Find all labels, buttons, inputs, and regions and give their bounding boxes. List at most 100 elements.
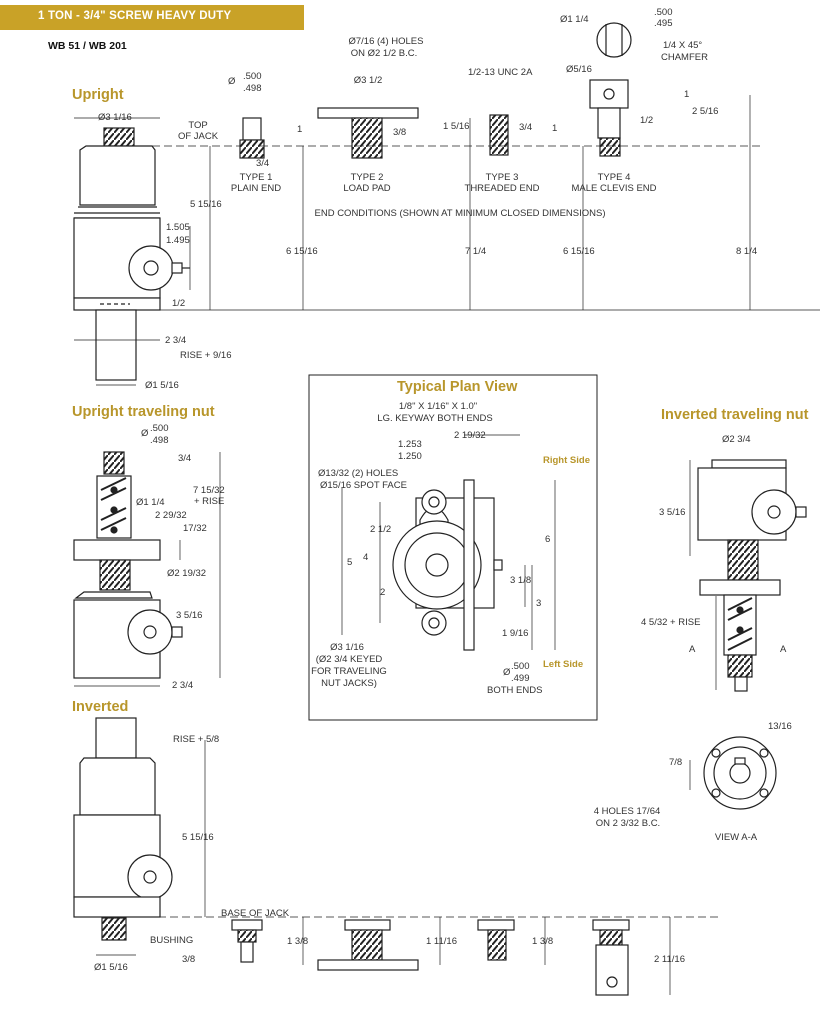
tn-flange-dia: Ø2 19/32 xyxy=(167,568,206,579)
inut-a-right: A xyxy=(780,644,787,655)
plan-bore-1: Ø3 1/16 xyxy=(330,642,364,653)
tn-total-1: 7 15/32 xyxy=(193,485,225,496)
plan-2-19-32: 2 19/32 xyxy=(454,430,486,441)
inv-base: BASE OF JACK xyxy=(221,908,290,919)
plan-d-2: 2 xyxy=(380,587,385,598)
inverted-jack-drawing xyxy=(73,717,720,996)
clevis-w-lo: .495 xyxy=(654,18,673,29)
plan-w-lo: 1.250 xyxy=(398,451,422,462)
title-banner: 1 TON - 3/4" SCREW HEAVY DUTY xyxy=(0,5,304,30)
plan-keyway-2: LG. KEYWAY BOTH ENDS xyxy=(377,413,492,424)
pin-dia: Ø5/16 xyxy=(566,64,592,75)
upright-jack-drawing xyxy=(73,117,820,386)
section-title-inverted: Inverted xyxy=(72,699,129,715)
tn-flange-thk: 17/32 xyxy=(183,523,207,534)
section-title-upright-traveling-nut: Upright traveling nut xyxy=(72,404,215,420)
tn-total-2: + RISE xyxy=(194,496,224,507)
upright-h3: 6 15/16 xyxy=(563,246,595,257)
type2-desc: LOAD PAD xyxy=(343,183,390,194)
inut-7-8: 7/8 xyxy=(669,757,682,768)
inverted-traveling-nut-drawing xyxy=(689,459,807,810)
plan-d-3-1-8: 3 1/8 xyxy=(510,575,531,586)
unc-label: 1/2-13 UNC 2A xyxy=(468,67,533,78)
type1-name: TYPE 1 xyxy=(240,172,273,183)
inv-1-11-16: 1 11/16 xyxy=(426,936,457,947)
type3-desc: THREADED END xyxy=(465,183,540,194)
inv-1-3-8b: 1 3/8 xyxy=(532,936,553,947)
inut-view: VIEW A-A xyxy=(715,832,758,843)
tn-dia-lo: .498 xyxy=(150,435,169,446)
inut-h: 3 5/16 xyxy=(659,507,685,518)
plan-w-hi: 1.253 xyxy=(398,439,422,450)
plain-len: 1 xyxy=(297,124,302,135)
inv-rise: RISE + 5/8 xyxy=(173,734,219,745)
inut-13-16: 13/16 xyxy=(768,721,792,732)
upright-h1: 6 15/16 xyxy=(286,246,318,257)
plan-holes-2: Ø15/16 SPOT FACE xyxy=(320,480,407,491)
upright-h2: 7 1/4 xyxy=(465,246,486,257)
top-of-jack-label-1: TOP xyxy=(188,120,207,131)
inv-height: 5 15/16 xyxy=(182,832,214,843)
inut-top-dia: Ø2 3/4 xyxy=(722,434,751,445)
type3-name: TYPE 3 xyxy=(486,172,519,183)
pad-holes: Ø7/16 (4) HOLES xyxy=(349,36,424,47)
tn-flange: 2 29/32 xyxy=(155,510,187,521)
upright-base-width: 2 3/4 xyxy=(165,335,186,346)
model-number: WB 51 / WB 201 xyxy=(48,40,127,52)
inut-rise: 4 5/32 + RISE xyxy=(641,617,700,628)
clevis-b: 2 5/16 xyxy=(692,106,718,117)
type2-name: TYPE 2 xyxy=(351,172,384,183)
inv-bush-dia: Ø1 5/16 xyxy=(94,962,128,973)
upright-rise: RISE + 9/16 xyxy=(180,350,232,361)
type1-desc: PLAIN END xyxy=(231,183,281,194)
upright-bore-lo: 1.495 xyxy=(166,235,190,246)
plan-view-drawing xyxy=(308,374,598,721)
clevis-c: 1/2 xyxy=(640,115,653,126)
plan-keyway-1: 1/8" X 1/16" X 1.0" xyxy=(399,401,477,412)
upright-offset: 1/2 xyxy=(172,298,185,309)
plan-d-5: 5 xyxy=(347,557,352,568)
tn-dia-hi: .500 xyxy=(150,423,169,434)
clevis-a: 1 xyxy=(684,89,689,100)
plain-dia-sym: Ø xyxy=(228,76,236,87)
plan-left-side: Left Side xyxy=(543,659,583,670)
end-conditions-caption: END CONDITIONS (SHOWN AT MINIMUM CLOSED … xyxy=(315,208,606,219)
upright-top-dia: Ø3 1/16 xyxy=(98,112,132,123)
inut-holes-1: 4 HOLES 17/64 xyxy=(594,806,661,817)
clevis-w-hi: .500 xyxy=(654,7,673,18)
upright-h4: 8 1/4 xyxy=(736,246,757,257)
plan-right-side: Right Side xyxy=(543,455,590,466)
page-title: 1 TON - 3/4" SCREW HEAVY DUTY xyxy=(38,10,232,22)
upright-tube-dia: Ø1 5/16 xyxy=(145,380,179,391)
tn-d-top: 3/4 xyxy=(178,453,191,464)
plan-d-6: 6 xyxy=(545,534,550,545)
top-of-jack-label-2: OF JACK xyxy=(178,131,219,142)
section-title-upright: Upright xyxy=(72,87,124,103)
inut-a-left: A xyxy=(689,644,696,655)
plan-bore-2: (Ø2 3/4 KEYED xyxy=(316,654,383,665)
tn-width: 2 3/4 xyxy=(172,680,193,691)
inut-holes-2: ON 2 3/32 B.C. xyxy=(596,818,660,829)
plan-d-3: 3 xyxy=(536,598,541,609)
chamfer-1: 1/4 X 45° xyxy=(663,40,702,51)
plan-d-2-1-2: 2 1/2 xyxy=(370,524,391,535)
plain-dia-lo: .498 xyxy=(243,83,262,94)
inv-3-8: 3/8 xyxy=(182,954,195,965)
upright-bore-hi: 1.505 xyxy=(166,222,190,233)
thr-len: 3/4 xyxy=(519,122,532,133)
thr-total: 1 5/16 xyxy=(443,121,469,132)
inv-1-3-8: 1 3/8 xyxy=(287,936,308,947)
tn-body-h: 3 5/16 xyxy=(176,610,202,621)
plan-shaft-lo: .499 xyxy=(511,673,530,684)
plan-bore-3: FOR TRAVELING xyxy=(311,666,387,677)
plan-both-ends: BOTH ENDS xyxy=(487,685,542,696)
chamfer-2: CHAMFER xyxy=(661,52,708,63)
tn-dia-sym: Ø xyxy=(141,428,149,439)
clevis-len: 1 xyxy=(552,123,557,134)
plan-d-4: 4 xyxy=(363,552,368,563)
plan-shaft-sym: Ø xyxy=(503,667,511,678)
inv-2-11-16: 2 11/16 xyxy=(654,954,685,965)
section-title-plan-view: Typical Plan View xyxy=(397,379,518,395)
plan-shaft-hi: .500 xyxy=(511,661,530,672)
